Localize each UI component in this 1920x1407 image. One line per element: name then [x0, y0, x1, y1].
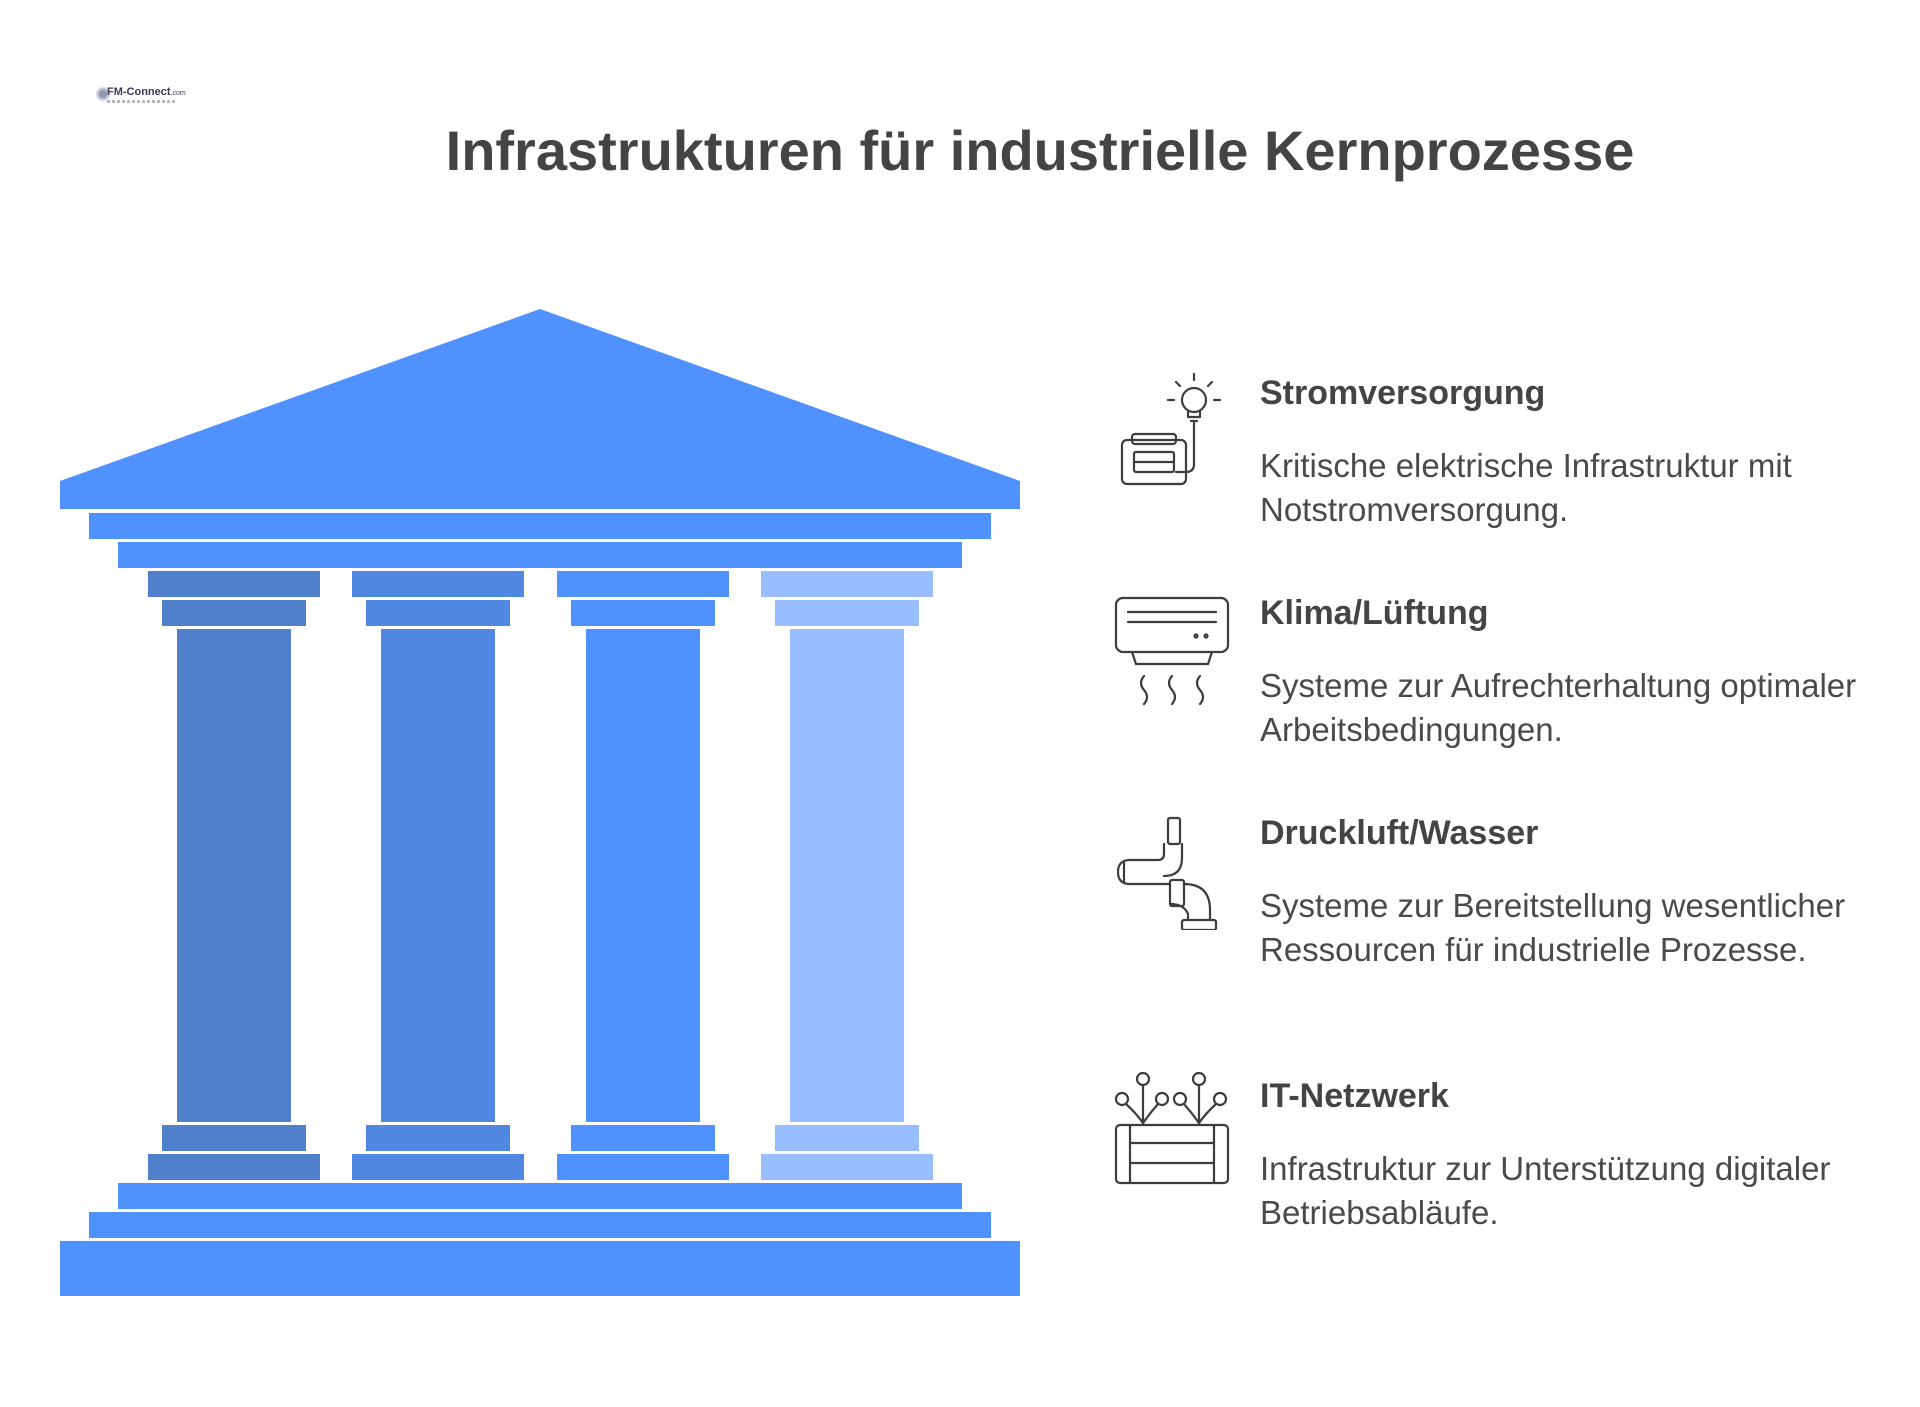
item-description: Kritische elektrische Infrastruktur mit … — [1260, 447, 1792, 528]
pipe-icon — [1116, 816, 1218, 930]
logo-text: FM-Connect.com — [107, 86, 186, 98]
item-title: IT-Netzwerk — [1260, 1077, 1449, 1115]
logo-tagline — [107, 100, 177, 103]
temple-beam-1 — [89, 513, 991, 539]
temple-beam-2 — [118, 542, 962, 568]
temple-illustration — [60, 309, 1020, 1296]
pillar-2 — [352, 571, 524, 1180]
fm-connect-logo: FM-Connect.com — [95, 80, 195, 120]
item-title: Stromversorgung — [1260, 374, 1546, 412]
pillar-3 — [557, 571, 729, 1180]
item-description: Infrastruktur zur Unterstützung digitale… — [1260, 1150, 1831, 1231]
temple-base-3 — [60, 1241, 1020, 1296]
temple-roof — [60, 309, 1020, 509]
item-title: Klima/Lüftung — [1260, 594, 1489, 632]
network-box-icon — [1114, 1071, 1230, 1185]
temple-base-2 — [89, 1212, 991, 1238]
item-title: Druckluft/Wasser — [1260, 814, 1539, 852]
pillar-1 — [148, 571, 320, 1180]
pillar-4 — [761, 571, 933, 1180]
air-conditioner-icon — [1114, 596, 1230, 706]
temple-base-1 — [118, 1183, 962, 1209]
generator-bulb-icon — [1120, 372, 1222, 486]
item-description: Systeme zur Bereitstellung wesentlicher … — [1260, 887, 1846, 968]
page-title: Infrastrukturen für industrielle Kernpro… — [445, 119, 1635, 182]
item-description: Systeme zur Aufrechterhaltung optimaler … — [1260, 667, 1857, 748]
